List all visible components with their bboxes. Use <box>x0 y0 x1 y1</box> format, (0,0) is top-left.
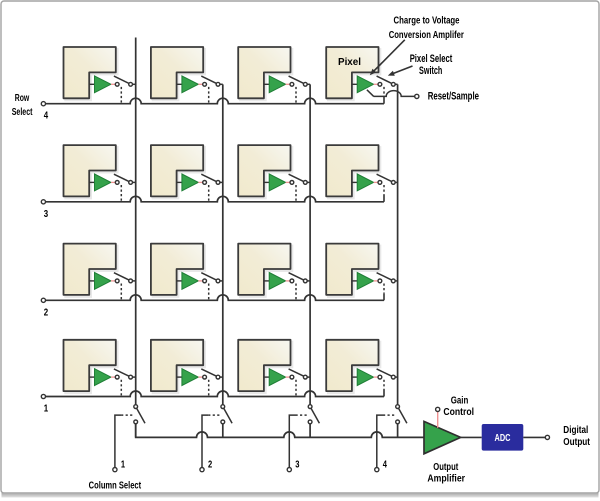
svg-text:Control: Control <box>443 406 474 418</box>
svg-text:3: 3 <box>44 208 49 220</box>
svg-text:Reset/Sample: Reset/Sample <box>428 90 479 102</box>
svg-text:Row: Row <box>15 92 30 104</box>
svg-text:Pixel: Pixel <box>338 56 361 68</box>
svg-text:Output: Output <box>563 436 590 448</box>
svg-text:Gain: Gain <box>451 394 469 406</box>
svg-text:Digital: Digital <box>563 424 588 436</box>
svg-text:Amplifier: Amplifier <box>427 472 465 484</box>
svg-text:Pixel Select: Pixel Select <box>410 53 453 65</box>
svg-text:Output: Output <box>433 461 458 473</box>
svg-text:1: 1 <box>121 459 125 471</box>
svg-text:4: 4 <box>44 110 49 122</box>
svg-text:2: 2 <box>44 306 49 318</box>
svg-text:1: 1 <box>44 403 49 415</box>
svg-text:ADC: ADC <box>495 432 511 444</box>
svg-text:Select: Select <box>12 106 33 118</box>
svg-text:4: 4 <box>383 459 387 471</box>
svg-text:Column Select: Column Select <box>89 479 142 491</box>
svg-text:Conversion Amplifer: Conversion Amplifer <box>389 29 464 41</box>
svg-text:3: 3 <box>295 459 299 471</box>
svg-text:Charge to Voltage: Charge to Voltage <box>394 14 460 26</box>
svg-text:2: 2 <box>208 459 212 471</box>
svg-text:Switch: Switch <box>419 65 442 77</box>
